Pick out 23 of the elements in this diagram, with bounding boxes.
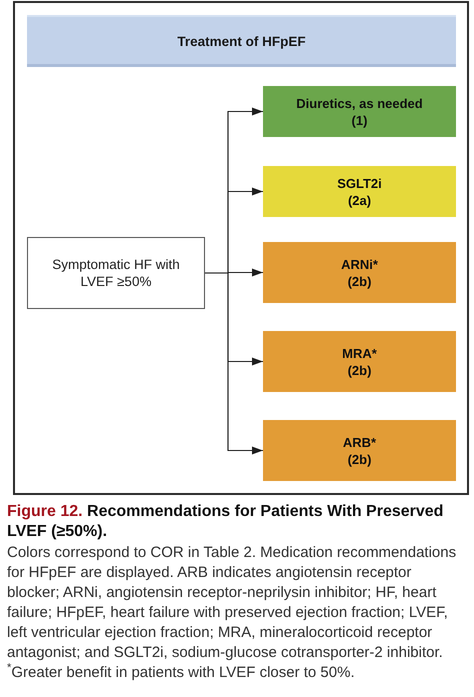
- treatment-box: [263, 242, 456, 303]
- treatment-box: [263, 420, 456, 481]
- class-label: (1): [352, 112, 368, 128]
- class-label: (2b): [348, 272, 372, 290]
- box-label: MRA*: [342, 344, 377, 362]
- connector-arrow: [205, 272, 263, 454]
- class-label: (2b): [348, 450, 372, 468]
- heading-text: Treatment of HFpEF: [177, 32, 306, 50]
- treatment-box: [263, 86, 456, 137]
- condition-box: [27, 237, 205, 309]
- class-label: (2b): [348, 362, 372, 378]
- class-label: (2a): [348, 192, 372, 208]
- box-label: SGLT2i: [337, 174, 382, 192]
- treatment-box: [263, 331, 456, 392]
- figure-caption-heading: Figure 12. Recommendations for Patients With Preserved LVEF (≥50%).: [7, 502, 444, 542]
- treatment-box: [263, 166, 456, 217]
- box-label: Diuretics, as needed: [296, 94, 423, 112]
- box-label: ARNi*: [341, 256, 378, 272]
- footnote-text: $^{*}$Greater benefit in patients with LVEF closer to 50%.: [7, 663, 356, 683]
- box-label: ARB*: [342, 434, 376, 450]
- caption-text: Colors correspond to COR in Table 2. Medication recommendations for HFpEF are displayed. ARB indicates angiotensin receptor blocker; ARNi, angiotensin receptor-neprilysin inhibitor; HF, heart failure; HFpEF, heart failure with preserved ejection fraction; LVEF, left ventricular ejection fraction; MRA, mineralocorticoid receptor antagonist; and SGLT2i, sodium-glucose cotransporter-2 inhibitor.: [7, 543, 458, 663]
- header-band: [27, 15, 456, 67]
- box-label: Symptomatic HF with LVEF ≥50%: [51, 256, 181, 290]
